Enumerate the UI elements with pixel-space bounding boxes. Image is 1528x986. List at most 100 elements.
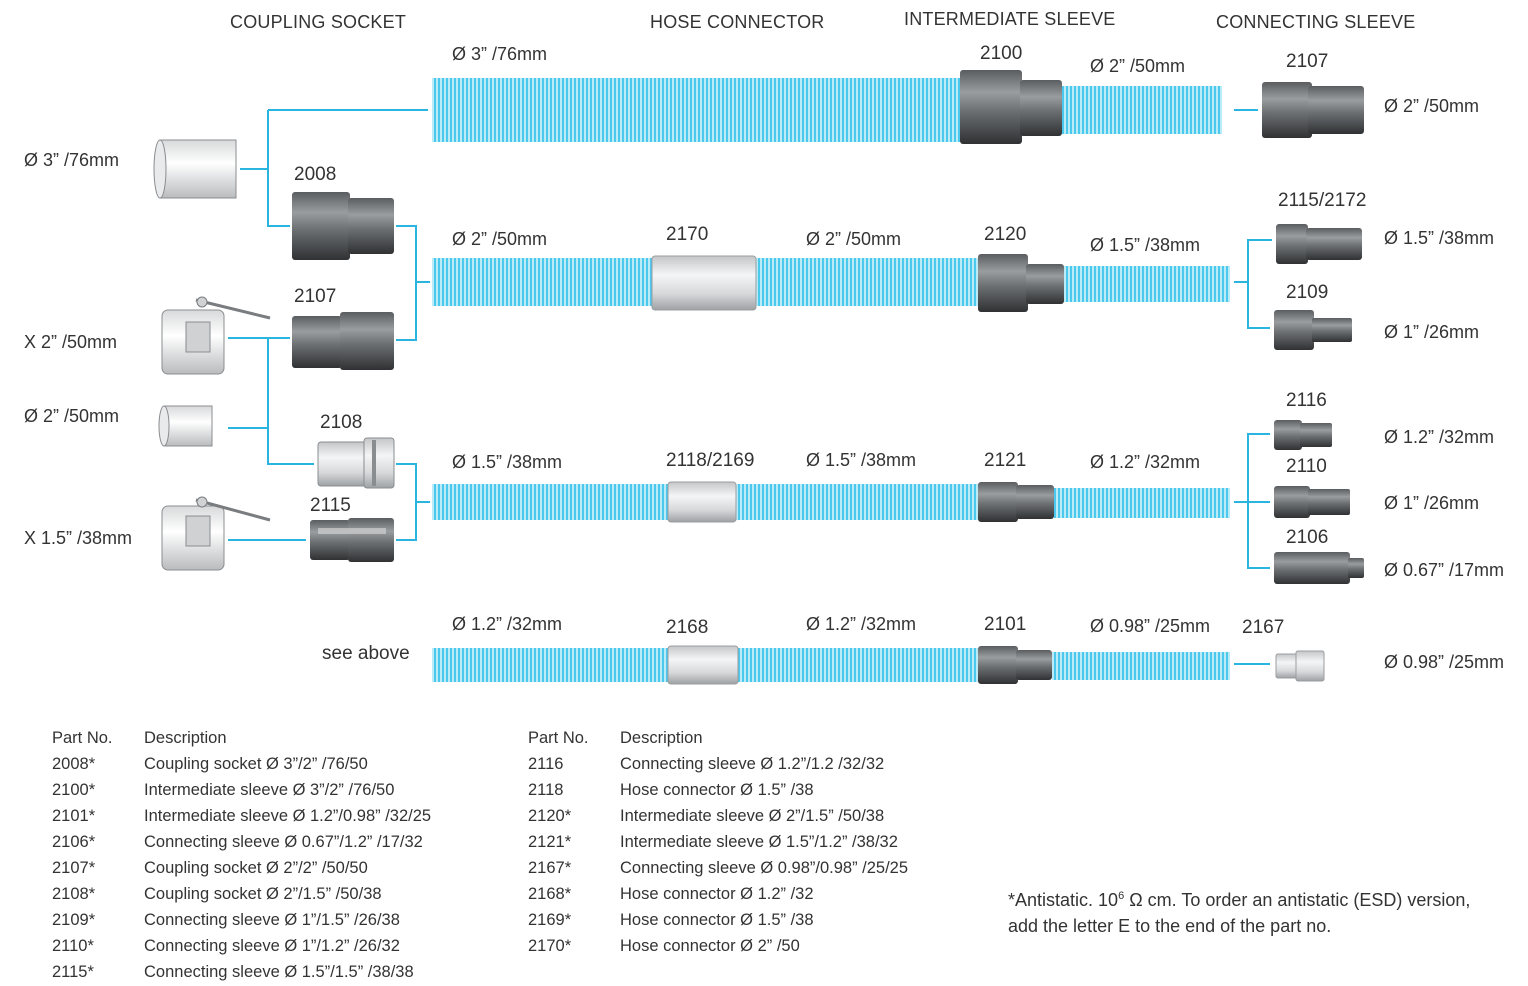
part-label-2170: 2170 <box>666 224 709 245</box>
parts-table-left: Part No. Description 2008* Coupling sock… <box>52 729 492 986</box>
hose-32mm-row3 <box>1054 488 1230 518</box>
intermediate-sleeve-2120 <box>978 254 1064 312</box>
intermediate-sleeve-2101 <box>978 646 1052 684</box>
part-description: Intermediate sleeve Ø 2”/1.5” /50/38 <box>620 807 885 825</box>
part-number: 2169* <box>528 911 572 929</box>
part-label-2167: 2167 <box>1242 617 1285 638</box>
coupling-socket-2115 <box>310 518 394 562</box>
part-description: Connecting sleeve Ø 1.5”/1.5” /38/38 <box>144 963 414 981</box>
sleeve-diameter-label: Ø 0.67” /17mm <box>1384 560 1505 580</box>
sleeve-diameter-label: Ø 1.2” /32mm <box>1384 427 1495 447</box>
intermediate-sleeves <box>960 70 1064 684</box>
part-description: Intermediate sleeve Ø 1.5”/1.2” /38/32 <box>620 833 898 851</box>
part-number: 2109* <box>52 911 96 929</box>
sleeve-diameter-label: Ø 1.5” /38mm <box>1384 228 1495 248</box>
part-label-2120: 2120 <box>984 224 1027 245</box>
part-label-2100: 2100 <box>980 43 1023 64</box>
part-label-2107: 2107 <box>1286 51 1329 72</box>
parts-table-right: Part No. Description 2116 Connecting sle… <box>528 729 988 959</box>
hose-label: Ø 2” /50mm <box>452 229 548 249</box>
connecting-sleeve-2110 <box>1274 486 1350 518</box>
connecting-sleeve-2116 <box>1274 420 1332 450</box>
hoses <box>432 78 1230 682</box>
machine-label-50mm: Ø 2” /50mm <box>24 406 120 426</box>
part-label-2168: 2168 <box>666 617 709 638</box>
connecting-sleeve-2106 <box>1274 552 1364 584</box>
part-description: Connecting sleeve Ø 1”/1.5” /26/38 <box>144 911 400 929</box>
part-number: 2008* <box>52 755 96 773</box>
connector-lines <box>228 109 1272 665</box>
hose-label: Ø 3” /76mm <box>452 44 548 64</box>
part-label-2101: 2101 <box>984 614 1027 635</box>
hose-76mm <box>432 78 960 142</box>
column-header: Description <box>144 729 227 747</box>
part-label-2121: 2121 <box>984 450 1027 471</box>
part-label-2110: 2110 <box>1286 456 1327 477</box>
connecting-sleeves <box>1262 82 1364 682</box>
part-label-2108: 2108 <box>320 412 363 433</box>
hose-label: Ø 1.2” /32mm <box>452 614 563 634</box>
part-number: 2107* <box>52 859 96 877</box>
header-intermediate-sleeve: INTERMEDIATE SLEEVE <box>904 9 1116 29</box>
part-description: Coupling socket Ø 2”/1.5” /50/38 <box>144 885 382 903</box>
coupling-socket-2107-left <box>292 312 394 370</box>
part-number: 2121* <box>528 833 572 851</box>
part-label-2115: 2115 <box>310 495 351 516</box>
part-description: Intermediate sleeve Ø 3”/2” /76/50 <box>144 781 395 799</box>
part-description: Connecting sleeve Ø 1”/1.2” /26/32 <box>144 937 400 955</box>
machine-label-x50mm: X 2” /50mm <box>24 332 118 352</box>
part-label-2008: 2008 <box>294 164 337 185</box>
header-hose-connector: HOSE CONNECTOR <box>650 12 825 32</box>
column-header: Part No. <box>528 729 589 747</box>
sleeve-diameter-label: Ø 1” /26mm <box>1384 322 1480 342</box>
part-number: 2167* <box>528 859 572 877</box>
part-number: 2100* <box>52 781 96 799</box>
part-description: Intermediate sleeve Ø 1.2”/0.98” /32/25 <box>144 807 432 825</box>
hose-label: Ø 2” /50mm <box>1090 56 1186 76</box>
sleeve-diameter-label: Ø 1” /26mm <box>1384 493 1480 513</box>
part-description: Hose connector Ø 2” /50 <box>620 937 800 955</box>
intermediate-sleeve-2121 <box>978 482 1054 522</box>
part-description: Coupling socket Ø 2”/2” /50/50 <box>144 859 368 877</box>
part-label-2116: 2116 <box>1286 390 1327 411</box>
part-description: Coupling socket Ø 3”/2” /76/50 <box>144 755 368 773</box>
hose-label: Ø 1.2” /32mm <box>806 614 917 634</box>
column-header: Description <box>620 729 703 747</box>
part-number: 2118 <box>528 781 564 799</box>
part-number: 2115* <box>52 963 94 981</box>
coupling-socket-2008 <box>292 192 394 260</box>
part-description: Connecting sleeve Ø 0.67”/1.2” /17/32 <box>144 833 423 851</box>
connecting-sleeve-2109 <box>1274 310 1352 350</box>
part-number: 2168* <box>528 885 572 903</box>
part-number: 2120* <box>528 807 572 825</box>
coupling-socket-2108 <box>317 437 395 489</box>
hose-label: Ø 1.5” /38mm <box>452 452 563 472</box>
hose-connector-2118-2169 <box>667 481 737 523</box>
machine-connections <box>153 139 271 571</box>
hose-label: Ø 1.5” /38mm <box>1090 235 1201 255</box>
hose-50mm-short <box>1062 86 1222 134</box>
part-label-2107-left: 2107 <box>294 286 337 307</box>
coupling-sockets <box>292 192 395 562</box>
footnote-text: Ω cm. To order an antistatic (ESD) versi… <box>1008 890 1471 936</box>
footnote-exponent: 6 <box>1118 890 1125 902</box>
machine-clamp-38mm <box>161 496 271 571</box>
part-label-2106: 2106 <box>1286 527 1329 548</box>
header-connecting-sleeve: CONNECTING SLEEVE <box>1216 12 1416 32</box>
intermediate-sleeve-2100 <box>960 70 1062 144</box>
footnote-text: *Antistatic. 10 <box>1008 890 1119 910</box>
part-label-2109: 2109 <box>1286 282 1329 303</box>
hose-label: Ø 1.5” /38mm <box>806 450 917 470</box>
part-description: Connecting sleeve Ø 1.2”/1.2 /32/32 <box>620 755 885 773</box>
hose-label: Ø 1.2” /32mm <box>1090 452 1201 472</box>
part-number: 2106* <box>52 833 96 851</box>
hose-25mm <box>1052 652 1230 680</box>
hose-label: Ø 2” /50mm <box>806 229 902 249</box>
machine-pipe-50mm <box>158 405 213 447</box>
part-number: 2170* <box>528 937 572 955</box>
sleeve-diameter-label: Ø 0.98” /25mm <box>1384 652 1505 672</box>
machine-pipe-76mm <box>153 139 237 199</box>
hose-label: Ø 0.98” /25mm <box>1090 616 1211 636</box>
hose-connector-2168 <box>667 645 739 685</box>
part-description: Hose connector Ø 1.2” /32 <box>620 885 814 903</box>
